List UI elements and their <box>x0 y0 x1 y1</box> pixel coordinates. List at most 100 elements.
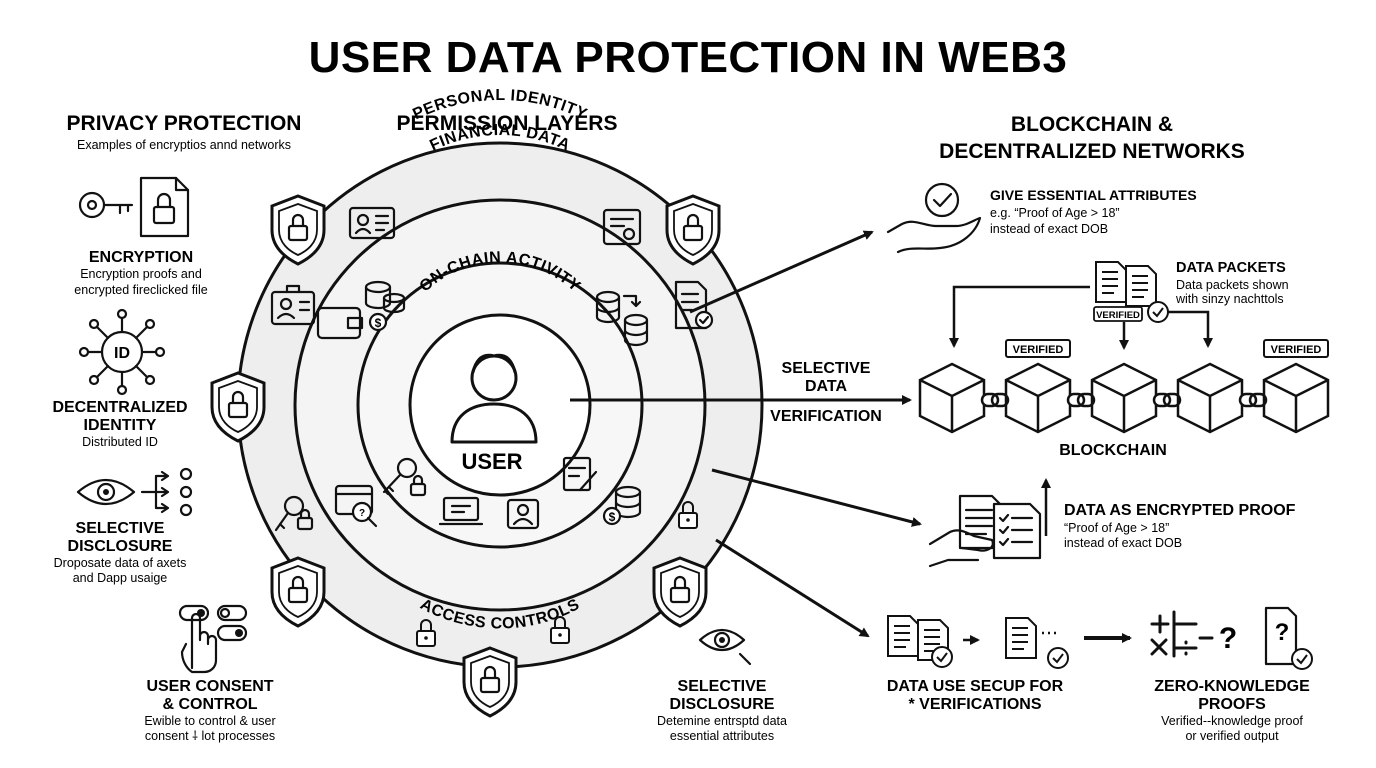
privacy-heading: PRIVACY PROTECTION <box>67 112 302 135</box>
check-circle-icon <box>1047 647 1069 669</box>
verified-badge-label: VERIFIED <box>1013 344 1064 356</box>
user-consent-desc-line2: consent ⸸ lot processes <box>145 729 275 743</box>
user-badge-icon <box>506 498 540 530</box>
permission-rings: PERSONAL IDENTITY FINANCIAL DATA ON-CHAI… <box>210 87 764 718</box>
document-edit-icon <box>562 456 598 492</box>
chain-link-icon <box>980 392 1010 408</box>
blockchain-section: BLOCKCHAIN & DECENTRALIZED NETWORKS GIVE… <box>886 113 1330 743</box>
encrypted-proof-desc-line1: “Proof of Age > 18” <box>1064 521 1169 535</box>
data-packets-icon <box>1093 261 1169 323</box>
selective-disclosure-desc-line1: Droposate data of axets <box>54 556 187 570</box>
question-mark-icon: ? <box>1275 619 1290 646</box>
chain-link-icon <box>1152 392 1182 408</box>
chain-link-icon <box>1238 392 1268 408</box>
key-lock-icon <box>274 495 314 532</box>
privacy-subheading: Examples of encryptios annd networks <box>77 138 291 152</box>
decentralized-identity-title-line2: IDENTITY <box>84 417 157 434</box>
zkp-desc-line2: or verified output <box>1185 729 1279 743</box>
encrypted-proof-desc-line2: instead of exact DOB <box>1064 536 1182 550</box>
page-title: USER DATA PROTECTION IN WEB3 <box>309 33 1068 82</box>
privacy-protection-section: PRIVACY PROTECTION Examples of encryptio… <box>52 112 301 585</box>
selective-disclosure-bottom-title-line2: DISCLOSURE <box>670 696 775 713</box>
block-cube-icon <box>1004 362 1072 434</box>
verified-badge <box>1005 339 1071 358</box>
data-packets-title: DATA PACKETS <box>1176 260 1286 276</box>
shield-lock-icon <box>270 556 326 628</box>
user-consent-title-line2: & CONTROL <box>162 696 257 713</box>
zkp-title-line1: ZERO-KNOWLEDGE <box>1154 678 1310 695</box>
chain-link-icon <box>1066 392 1096 408</box>
blockchain-chain <box>918 362 1330 434</box>
block-cube-icon <box>1090 362 1158 434</box>
permission-layers-heading: PERMISSION LAYERS <box>397 112 618 135</box>
database-dollar-icon <box>602 485 642 526</box>
database-sync-icon <box>595 290 649 347</box>
blockchain-label: BLOCKCHAIN <box>1059 442 1167 459</box>
data-use-flow <box>887 615 1132 669</box>
hand-documents-icon <box>928 494 1042 568</box>
question-icon: ? <box>359 508 365 519</box>
zkp-desc-line1: Verified--knowledge proof <box>1161 714 1303 728</box>
packet-arrow-right <box>1168 310 1213 348</box>
data-use-title-line1: DATA USE SECUP FOR <box>887 678 1064 695</box>
dollar-icon: $ <box>609 510 616 524</box>
data-use-title-line2: * VERIFICATIONS <box>908 696 1041 713</box>
zkp-title-line2: PROOFS <box>1198 696 1266 713</box>
shield-lock-icon <box>462 646 518 718</box>
selective-verification-line1: SELECTIVE <box>782 360 871 377</box>
packet-verified-badge: VERIFIED <box>1096 310 1140 321</box>
hand-check-icon <box>886 182 982 254</box>
give-attributes-desc-line2: instead of exact DOB <box>990 222 1108 236</box>
shield-lock-icon <box>652 556 708 628</box>
id-badge-icon <box>270 284 316 326</box>
encryption-desc-line2: encrypted fireclicked file <box>74 283 207 297</box>
selective-disclosure-bottom-desc-line1: Detemine entrsptd data <box>657 714 787 728</box>
verified-badge <box>1263 339 1329 358</box>
wallet-coins-icon <box>316 280 406 340</box>
block-cube-icon <box>1262 362 1330 434</box>
arrow-to-data-use <box>715 538 870 638</box>
zkp-math-icon <box>1150 606 1313 670</box>
data-packets-desc-line2: with sinzy nachttols <box>1175 292 1284 306</box>
encryption-desc-line1: Encryption proofs and <box>80 267 202 281</box>
document-icon <box>1005 617 1037 659</box>
eye-magnifier-icon <box>698 628 752 666</box>
verified-badge-label: VERIFIED <box>1271 344 1322 356</box>
data-packets-desc-line1: Data packets shown <box>1176 278 1289 292</box>
user-consent-desc-line1: Ewible to control & user <box>144 714 275 728</box>
laptop-icon <box>438 496 484 526</box>
dollar-icon: $ <box>375 316 382 330</box>
arrow-to-encrypted-proof <box>711 468 922 527</box>
selective-disclosure-bottom: SELECTIVE DISCLOSURE Detemine entrsptd d… <box>657 628 787 743</box>
selective-disclosure-bottom-title-line1: SELECTIVE <box>678 678 767 695</box>
decentralized-identity-title-line1: DECENTRALIZED <box>52 399 187 416</box>
arrow-to-attributes <box>689 230 874 314</box>
decentralized-identity-icon <box>78 308 166 396</box>
block-cube-icon <box>1176 362 1244 434</box>
id-text: ID <box>114 345 130 362</box>
selective-verification-line2: DATA <box>805 378 848 395</box>
encryption-icon <box>78 176 190 238</box>
center-arrows <box>570 230 922 638</box>
user-icon <box>450 353 538 444</box>
user-label: USER <box>461 449 522 474</box>
document-check-icon <box>674 280 714 330</box>
blockchain-heading-line1: BLOCKCHAIN & <box>1011 113 1173 136</box>
toggle-hand-icon <box>178 604 248 674</box>
question-mark-icon: ? <box>1219 622 1237 655</box>
blockchain-heading-line2: DECENTRALIZED NETWORKS <box>939 140 1245 163</box>
selective-disclosure-bottom-desc-line2: essential attributes <box>670 729 774 743</box>
encryption-title: ENCRYPTION <box>89 249 193 266</box>
block-cube-icon <box>918 362 986 434</box>
document-icon <box>887 615 919 657</box>
packet-arrow-left <box>949 285 1090 348</box>
selective-disclosure-eye-icon <box>76 467 193 517</box>
certificate-icon <box>602 208 642 246</box>
user-consent-section: USER CONSENT & CONTROL Ewible to control… <box>144 604 276 743</box>
selective-disclosure-title-line2: DISCLOSURE <box>68 538 173 555</box>
key-lock-icon <box>382 457 427 497</box>
id-card-icon <box>348 206 396 240</box>
give-attributes-title: GIVE ESSENTIAL ATTRIBUTES <box>990 187 1197 203</box>
user-consent-title-line1: USER CONSENT <box>146 678 273 695</box>
